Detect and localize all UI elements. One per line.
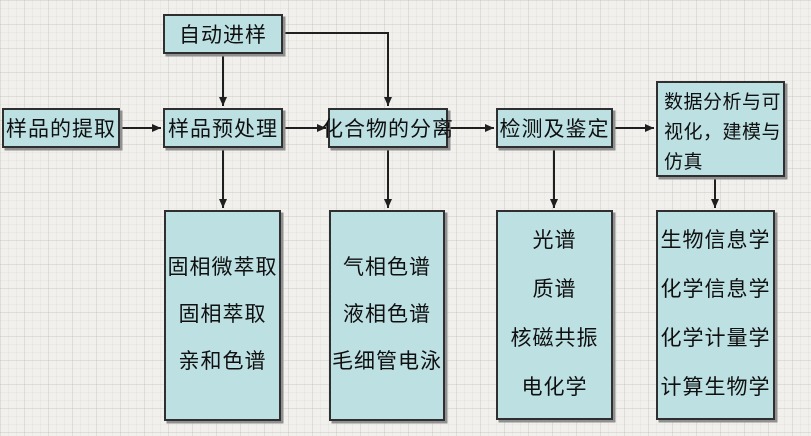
node-detection-identification: 检测及鉴定 [496, 108, 613, 148]
node-auto-sampling-label: 自动进样 [179, 23, 267, 47]
list-item: 光谱 [532, 228, 577, 252]
list-item: 化学计量学 [660, 326, 771, 350]
node-data-analysis: 数据分析与可视化，建模与仿真 [656, 81, 785, 177]
node-compound-separation: 化合物的分离 [322, 108, 453, 148]
list-item: 电化学 [521, 375, 588, 399]
list-item: 核磁共振 [510, 326, 599, 350]
list-item: 计算生物学 [660, 375, 771, 399]
list-item: 液相色谱 [343, 302, 431, 326]
node-sample-pretreatment-label: 样品预处理 [168, 117, 278, 141]
list-item: 质谱 [532, 277, 577, 301]
list-item: 固相微萃取 [167, 255, 278, 279]
detail-box-detection-methods: 光谱 质谱 核磁共振 电化学 [496, 210, 613, 420]
node-auto-sampling: 自动进样 [163, 14, 283, 54]
list-item: 化学信息学 [660, 277, 771, 301]
list-item: 固相萃取 [178, 302, 267, 326]
connector-autosampler-to-separation [283, 32, 392, 106]
node-sample-extraction: 样品的提取 [2, 108, 120, 148]
node-data-analysis-label: 数据分析与可视化，建模与仿真 [664, 92, 782, 173]
node-sample-extraction-label: 样品的提取 [6, 117, 116, 141]
list-item: 气相色谱 [343, 255, 431, 279]
list-item: 亲和色谱 [178, 349, 267, 373]
node-detection-identification-label: 检测及鉴定 [499, 117, 610, 141]
list-item: 毛细管电泳 [332, 349, 442, 373]
node-sample-pretreatment: 样品预处理 [163, 108, 283, 148]
node-compound-separation-label: 化合物的分离 [322, 117, 454, 141]
detail-box-separation-methods: 气相色谱 液相色谱 毛细管电泳 [329, 210, 445, 421]
list-item: 生物信息学 [660, 228, 771, 252]
detail-box-pretreatment-methods: 固相微萃取 固相萃取 亲和色谱 [164, 210, 281, 421]
detail-box-analysis-methods: 生物信息学 化学信息学 化学计量学 计算生物学 [656, 210, 775, 420]
